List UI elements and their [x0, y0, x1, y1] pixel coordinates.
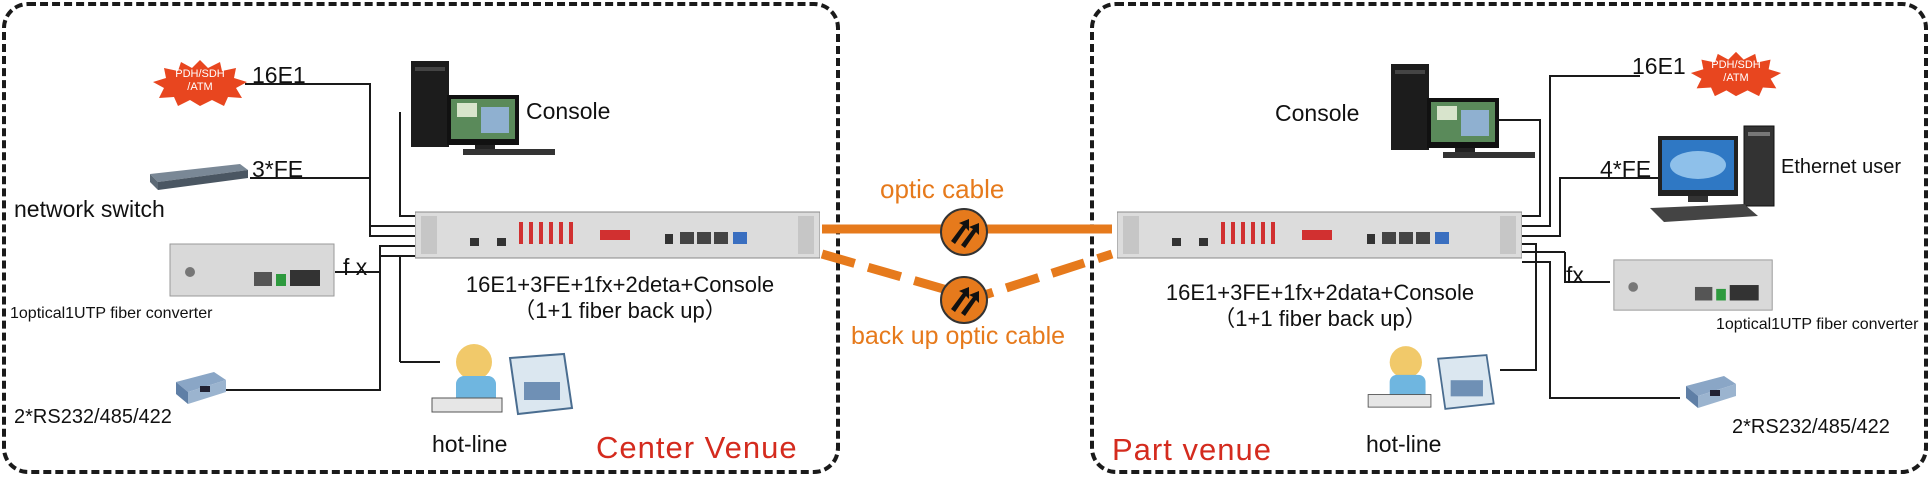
backup-cable-label: back up optic cable	[851, 322, 1066, 350]
starburst-badge-icon	[153, 60, 247, 106]
right-pdh-badge-text: PDH/SDH /ATM	[1688, 59, 1784, 85]
right-console-label: Console	[1275, 100, 1360, 126]
part-venue-title: Part venue	[1112, 432, 1272, 467]
right-pdh-badge-line1: PDH/SDH	[1711, 59, 1761, 71]
network-switch-label: network switch	[14, 196, 165, 222]
right-fe-label: 4*FE	[1600, 156, 1652, 182]
telephone-operator-icon-right	[1367, 346, 1495, 410]
desktop-computer-icon-right	[1391, 64, 1535, 158]
right-serial-label: 2*RS232/485/422	[1732, 416, 1890, 438]
serial-adapter-icon	[176, 372, 226, 404]
desktop-computer-icon	[411, 61, 555, 155]
serial-adapter-icon-right	[1686, 376, 1736, 408]
left-console-label: Console	[526, 98, 611, 124]
center-venue-title: Center Venue	[596, 430, 798, 465]
fiber-coupler-icon	[940, 208, 988, 256]
pdh-badge-text: PDH/SDH /ATM	[150, 68, 250, 94]
right-pdh-badge-line2: /ATM	[1723, 72, 1749, 84]
left-device-caption: 16E1+3FE+1fx+2deta+Console （1+1 fiber ba…	[425, 272, 815, 324]
right-fx-label: fx	[1566, 262, 1584, 288]
right-converter-label: 1optical1UTP fiber converter	[1716, 316, 1919, 333]
right-device-line1: 16E1+3FE+1fx+2data+Console	[1165, 280, 1475, 305]
fiber-coupler-icon-backup	[940, 276, 988, 324]
optic-cable-label: optic cable	[880, 174, 1005, 204]
left-device-line1: 16E1+3FE+1fx+2deta+Console	[465, 272, 775, 297]
left-hotline-label: hot-line	[432, 431, 508, 457]
ethernet-workstation-icon	[1650, 125, 1775, 222]
part-venue-frame	[1090, 2, 1928, 474]
right-multiplexer-device	[1117, 211, 1522, 259]
fiber-converter-icon-right	[1613, 259, 1773, 311]
pdh-badge-line1: PDH/SDH	[175, 68, 225, 80]
fiber-converter-icon	[169, 243, 335, 297]
network-switch-icon	[150, 164, 248, 190]
telephone-operator-icon	[431, 344, 574, 416]
center-venue-frame	[2, 2, 840, 474]
right-hotline-label: hot-line	[1366, 431, 1442, 457]
left-fe-label: 3*FE	[252, 156, 304, 182]
right-e1-label: 16E1	[1632, 53, 1686, 79]
left-fx-label: f x	[343, 254, 368, 280]
left-e1-label: 16E1	[252, 62, 306, 88]
left-multiplexer-device	[415, 211, 820, 259]
ethernet-user-label: Ethernet user	[1781, 156, 1902, 178]
left-device-line2: （1+1 fiber back up）	[513, 298, 727, 323]
left-serial-label: 2*RS232/485/422	[14, 406, 172, 428]
right-device-caption: 16E1+3FE+1fx+2data+Console （1+1 fiber ba…	[1125, 280, 1515, 332]
left-converter-label: 1optical1UTP fiber converter	[10, 305, 213, 322]
starburst-badge-icon-right	[1690, 51, 1782, 97]
pdh-badge-line2: /ATM	[187, 81, 213, 93]
right-device-line2: （1+1 fiber back up）	[1213, 306, 1427, 331]
